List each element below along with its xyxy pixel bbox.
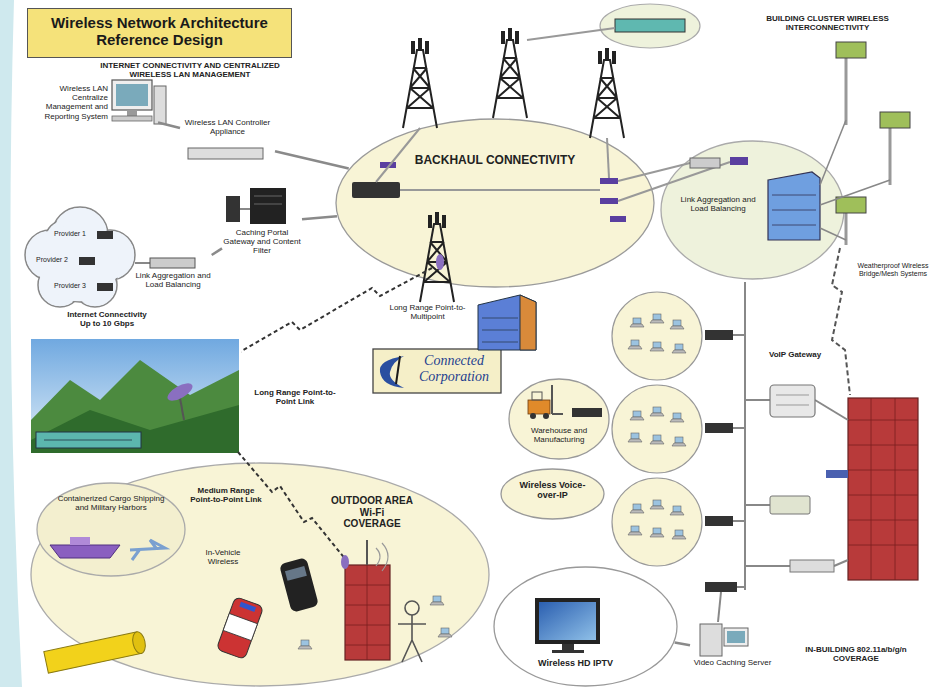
node-label: Wireless Voice-over-IP [512, 480, 593, 501]
building-cluster [690, 42, 918, 580]
node-label: Video Caching Server [690, 658, 775, 667]
connector-line [212, 248, 222, 255]
node-label: Link Aggregation and Load Balancing [678, 195, 758, 213]
warehouse-ellipse: Warehouse and Manufacturing [508, 378, 610, 460]
management-system: Wireless LAN Centralize Management and R… [28, 76, 158, 136]
voip-ellipse: Wireless Voice-over-IP [500, 468, 605, 520]
node-label: Containerized Cargo Shipping and Militar… [56, 494, 166, 512]
node-shape [501, 469, 604, 519]
ellipse-outline [493, 566, 678, 687]
node-label: Warehouse and Manufacturing [520, 426, 598, 444]
node-shape [373, 349, 501, 393]
annotation-label: Provider 1 [46, 230, 94, 238]
node-shape [37, 483, 185, 576]
page-ground [0, 0, 22, 687]
diagram-title: Wireless Network Architecture Reference … [32, 14, 287, 49]
node-shape [509, 379, 609, 459]
node-label: Caching Portal Gateway and Content Filte… [222, 228, 302, 256]
connector-line [275, 151, 349, 168]
link-aggregation-device: Link Aggregation and Load Balancing [128, 255, 218, 305]
annotation-label: IN-BUILDING 802.11a/b/g/n COVERAGE [782, 645, 930, 663]
node-label: VoIP Gateway [760, 350, 830, 359]
voip-gateway: VoIP Gateway [760, 350, 830, 422]
node-label: Connected Corporation [410, 353, 498, 385]
annotation-label: INTERNET CONNECTIVITY AND CENTRALIZED WI… [90, 61, 290, 79]
mountain-picture [30, 338, 240, 454]
logo-box: Connected Corporation [372, 348, 502, 394]
company-building [478, 295, 536, 350]
aggregation-ellipse: Link Aggregation and Load Balancing [660, 140, 845, 280]
node-shape [661, 141, 844, 279]
annotation-label: Provider 3 [46, 282, 94, 290]
annotation-label: Long Range Point-to-Point Link [250, 388, 340, 406]
node-label: Wireless LAN Controller Appliance [180, 118, 275, 136]
ellipse-outline [508, 378, 610, 460]
backhaul-ellipse: BACKHAUL CONNECTIVITY [335, 118, 655, 288]
node-label: Long Range Point-to-Multipoint [385, 303, 470, 321]
gateway-device: Caching Portal Gateway and Content Filte… [222, 186, 302, 259]
node-label: OUTDOOR AREA Wi-Fi COVERAGE [330, 495, 414, 530]
cargo-ellipse: Containerized Cargo Shipping and Militar… [36, 482, 186, 577]
node-shape [494, 567, 677, 686]
annotation-label: Medium Range Point-to-Point Link [190, 486, 262, 504]
connector-line [675, 643, 690, 646]
annotation-label: BUILDING CLUSTER WIRELESS INTERCONNECTIV… [735, 14, 920, 32]
annotation-label: Weatherproof Wireless Bridge/Mesh System… [854, 262, 932, 278]
video-server: Video Caching Server [690, 622, 775, 684]
ptmp-tower: Long Range Point-to-Multipoint [385, 285, 470, 327]
node-label: Link Aggregation and Load Balancing [128, 271, 218, 289]
in-building-floors [612, 282, 848, 622]
node-shape [31, 463, 489, 686]
annotation-label: Provider 2 [28, 256, 76, 264]
iptv-ellipse: Wireless HD IPTV [493, 566, 678, 687]
node-label: Wireless LAN Centralize Management and R… [28, 84, 108, 121]
node-shape [336, 119, 654, 287]
node-label: In-Vehicle Wireless [192, 548, 254, 566]
controller-appliance: Wireless LAN Controller Appliance [180, 118, 275, 162]
annotation-label: Internet Connectivity Up to 10 Gbps [62, 310, 152, 328]
connector-line [302, 216, 337, 219]
ellipse-outline [335, 118, 655, 288]
connector-line [158, 122, 180, 128]
node-label: Wireless HD IPTV [528, 658, 623, 668]
ellipse-outline [660, 140, 845, 280]
internet-cloud [25, 207, 150, 307]
title-box: Wireless Network Architecture Reference … [27, 8, 292, 58]
node-label: BACKHAUL CONNECTIVITY [395, 154, 595, 168]
